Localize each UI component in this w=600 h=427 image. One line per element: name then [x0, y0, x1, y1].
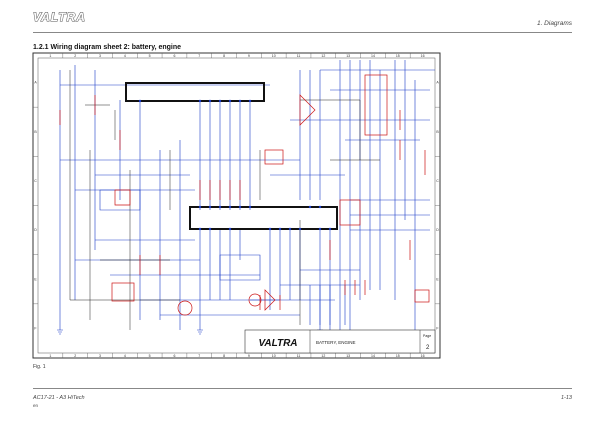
relay-block: [364, 74, 388, 136]
header-rule: [33, 32, 572, 33]
connector-box-top: [125, 82, 265, 102]
diagram-inner-frame: [37, 57, 436, 354]
title-block-page-label: Page: [423, 334, 431, 338]
column-number: 8: [223, 354, 225, 358]
diagram-frame: [32, 52, 441, 359]
column-number: 11: [297, 54, 301, 58]
column-number: 16: [421, 354, 425, 358]
valtra-logo: VALTRA: [33, 10, 86, 25]
title-block-page-number: 2: [426, 345, 430, 351]
motor-symbol: [177, 300, 193, 316]
fuse-box: [414, 289, 430, 303]
column-number: 4: [124, 354, 126, 358]
column-number: 12: [321, 54, 325, 58]
column-number: 9: [248, 54, 250, 58]
wires-red: [59, 94, 426, 311]
column-number: 1: [49, 354, 51, 358]
sensor-box: [264, 149, 284, 165]
footer-language: en: [33, 403, 39, 408]
column-number: 2: [74, 354, 76, 358]
column-number: 3: [99, 354, 101, 358]
row-letter: A: [34, 81, 37, 85]
column-number: 10: [272, 354, 276, 358]
row-letter: D: [34, 228, 37, 232]
column-number: 13: [346, 354, 350, 358]
column-number: 7: [198, 54, 200, 58]
column-number: 8: [223, 54, 225, 58]
row-letter: C: [436, 179, 439, 183]
column-number: 15: [396, 354, 400, 358]
column-number: 7: [198, 354, 200, 358]
title-block: VALTRA BATTERY, ENGINE Page 2: [244, 329, 436, 354]
relay-box: [111, 282, 135, 302]
section-title: 1.2.1 Wiring diagram sheet 2: battery, e…: [33, 44, 182, 51]
column-number: 6: [173, 354, 175, 358]
switch-block: [339, 199, 361, 226]
wires-black: [69, 70, 380, 330]
row-letter: A: [436, 81, 439, 85]
components: [111, 74, 430, 316]
column-number: 15: [396, 54, 400, 58]
column-number: 10: [272, 54, 276, 58]
row-letter: C: [34, 179, 37, 183]
column-number: 13: [346, 54, 350, 58]
footer-page-number: 1-13: [560, 395, 572, 401]
grid-ticks: [33, 53, 440, 358]
column-number: 4: [124, 54, 126, 58]
column-number: 14: [371, 54, 375, 58]
chapter-title: 1. Diagrams: [536, 20, 572, 27]
row-letters-right: A B C D E F: [436, 81, 439, 331]
row-letter: F: [436, 326, 438, 330]
connector-box-middle: [189, 206, 338, 230]
column-number: 9: [248, 354, 250, 358]
column-number: 5: [149, 54, 151, 58]
alternator-symbol: [248, 293, 262, 307]
column-number: 6: [173, 54, 175, 58]
row-letter: B: [436, 130, 439, 134]
column-number: 16: [421, 54, 425, 58]
row-letter: F: [34, 326, 36, 330]
row-letter: E: [34, 277, 37, 281]
row-letter: D: [436, 228, 439, 232]
column-number: 11: [297, 354, 301, 358]
column-number: 1: [49, 54, 51, 58]
connector-pins: [138, 99, 332, 231]
row-letter: B: [34, 130, 37, 134]
title-block-title: BATTERY, ENGINE: [316, 340, 356, 345]
column-number: 3: [99, 54, 101, 58]
column-number: 14: [371, 354, 375, 358]
figure-label: Fig. 1: [33, 364, 46, 370]
column-number: 2: [74, 54, 76, 58]
row-letter: E: [436, 277, 439, 281]
column-number: 12: [321, 354, 325, 358]
column-number: 5: [149, 354, 151, 358]
footer-rule: [33, 388, 572, 389]
title-block-logo: VALTRA: [258, 338, 297, 349]
row-letters-left: A B C D E F: [34, 81, 37, 331]
footer-doc-code: AC17-21 - A3 HiTech: [33, 395, 85, 401]
